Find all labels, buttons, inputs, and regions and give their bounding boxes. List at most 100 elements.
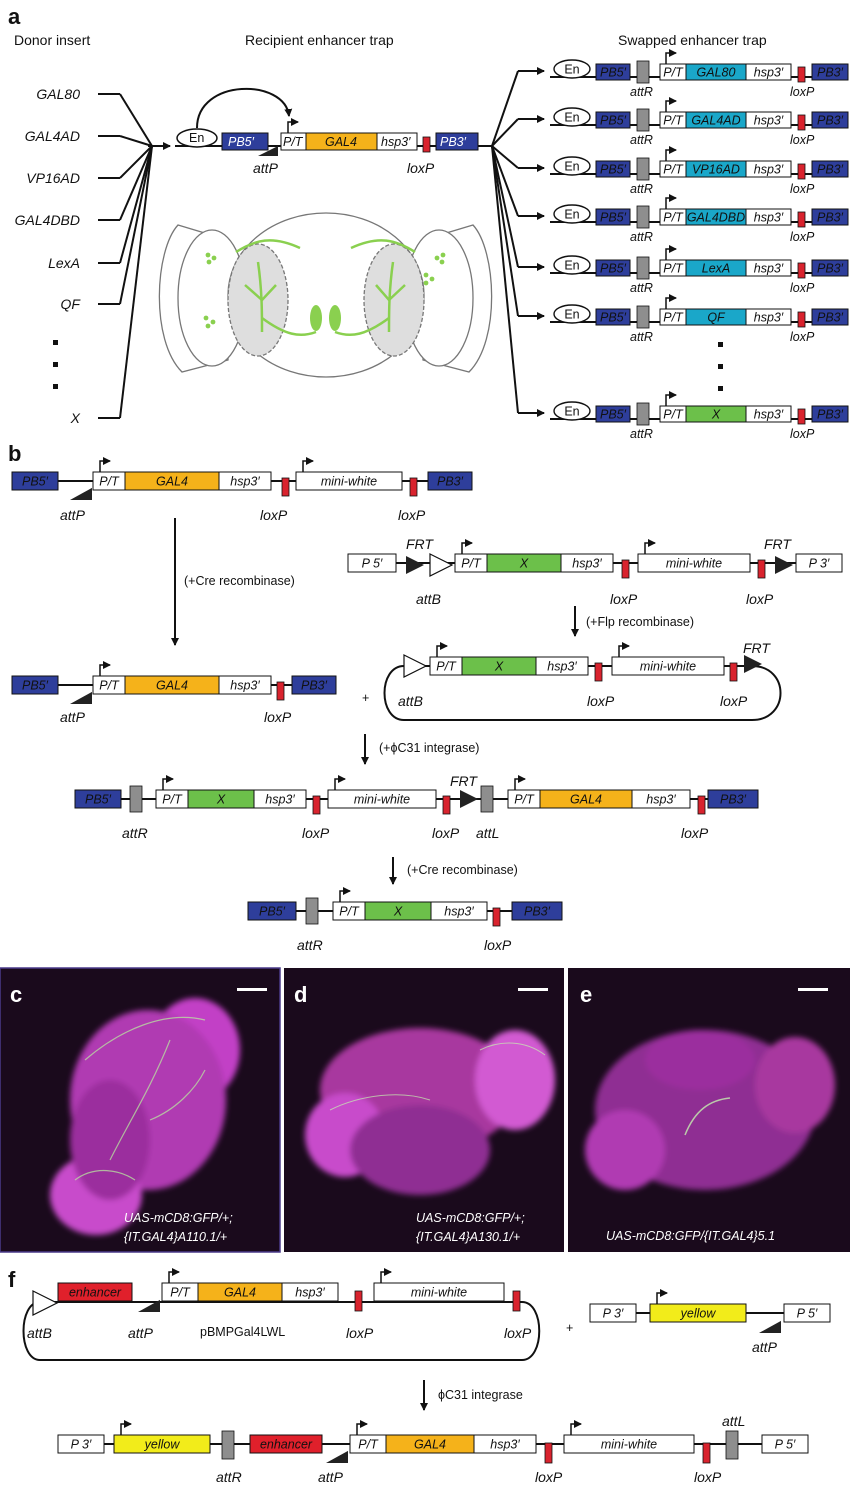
pt-text: P/T	[162, 793, 183, 807]
promoter-arrow-icon	[302, 457, 314, 472]
fan-branch	[491, 145, 519, 169]
pb5-label: PB5′	[228, 135, 255, 149]
attp-triangle-icon	[70, 691, 92, 704]
pb3-text: PB3′	[817, 408, 844, 422]
pt-text: P/T	[170, 1286, 191, 1300]
frt-arrowhead-icon	[744, 655, 762, 673]
pb3-box	[291, 675, 337, 695]
pb5-box	[11, 471, 59, 491]
hsp3-text: hsp3′	[444, 905, 474, 919]
pb5-text: PB5′	[22, 475, 49, 489]
ellipsis-dot	[53, 384, 58, 389]
pt-text: P/T	[663, 408, 684, 422]
hsp3-text: hsp3′	[230, 475, 260, 489]
loxp-site	[409, 477, 418, 497]
gal4-text: GAL4	[224, 1286, 256, 1300]
donor-1: GAL4AD	[25, 128, 80, 144]
loxp-label-3: loxP	[681, 825, 709, 841]
mini-white-text: mini-white	[601, 1438, 657, 1452]
pb3-box	[811, 308, 849, 326]
caption-e1: UAS-mCD8:GFP/{IT.GAL4}5.1	[606, 1229, 775, 1243]
loxp-label: loxP	[790, 182, 815, 196]
mini-white-text: mini-white	[321, 475, 377, 489]
caption-c2: {IT.GAL4}A110.1/+	[124, 1230, 227, 1244]
promoter-arrow-icon	[665, 294, 677, 309]
x-text: X	[519, 557, 529, 571]
hsp3-text: hsp3′	[490, 1438, 520, 1452]
hsp3-box	[745, 160, 792, 178]
donor-connector	[119, 145, 153, 221]
swapped-title: Swapped enhancer trap	[618, 32, 767, 48]
loxp-site	[354, 1290, 363, 1312]
mini-white-box	[611, 656, 725, 676]
attp-triangle-icon	[759, 1320, 781, 1333]
loxp-label-2: loxP	[694, 1469, 722, 1485]
attp-triangle-icon	[70, 487, 92, 500]
pb3-box	[511, 901, 563, 921]
pb5-box	[595, 160, 631, 178]
panel-e: e UAS-mCD8:GFP/{IT.GAL4}5.1	[568, 968, 850, 1252]
gene-0-text: GAL80	[697, 66, 736, 80]
promoter-arrow-icon	[514, 775, 526, 790]
attl-label: attL	[722, 1413, 745, 1429]
pb5-text: PB5′	[600, 66, 627, 80]
pb5-text: PB5′	[600, 408, 627, 422]
promoter-arrow-icon	[339, 887, 351, 902]
pt-text: P/T	[339, 905, 360, 919]
en-oval	[553, 156, 591, 176]
p3-box	[589, 1303, 637, 1323]
yellow-box	[113, 1434, 211, 1454]
promoter-arrow-icon	[570, 1420, 582, 1435]
att-site	[636, 108, 650, 132]
pt-text: P/T	[663, 114, 684, 128]
donor-connector	[119, 135, 153, 147]
ellipsis-dot	[718, 342, 723, 347]
attr-label: attR	[630, 330, 653, 344]
hsp3-text: hsp3′	[754, 262, 784, 276]
hsp3-text: hsp3′	[754, 114, 784, 128]
gene-3-text: GAL4DBD	[687, 211, 745, 225]
en-oval	[553, 59, 591, 79]
loxp-site	[797, 262, 806, 279]
donor-connector	[119, 93, 153, 147]
yellow-text: yellow	[680, 1307, 717, 1321]
promoter-arrow-icon	[665, 391, 677, 406]
attp-label: attP	[253, 160, 279, 176]
loxp-site	[276, 681, 285, 701]
pb3-box	[811, 63, 849, 81]
p5-box	[347, 553, 397, 573]
pt-text: P/T	[663, 211, 684, 225]
en-oval	[553, 204, 591, 224]
donor-connector	[119, 145, 153, 305]
hsp3-box	[473, 1434, 537, 1454]
donor-0: GAL80	[36, 86, 80, 102]
loxp-site	[621, 559, 630, 579]
hsp3-text: hsp3′	[754, 408, 784, 422]
loxp-label: loxP	[790, 85, 815, 99]
enhancer-box	[57, 1282, 133, 1302]
en-text: En	[564, 308, 579, 322]
attp-label: attP	[128, 1325, 154, 1341]
loxp-label: loxP	[790, 281, 815, 295]
att-site	[636, 402, 650, 426]
panel-label-e: e	[580, 982, 592, 1007]
pb3-label: PB3′	[440, 135, 467, 149]
pb5-text: PB5′	[22, 679, 49, 693]
pb3-text: PB3′	[524, 905, 551, 919]
panel-label-a: a	[8, 4, 21, 29]
hsp3-box	[218, 675, 272, 695]
plus-b: +	[362, 691, 369, 705]
pb3-text: PB3′	[301, 679, 328, 693]
caption-c1: UAS-mCD8:GFP/+;	[124, 1211, 233, 1225]
enhancer-text: enhancer	[260, 1438, 313, 1452]
hsp3-box	[745, 63, 792, 81]
loxp-label-2: loxP	[432, 825, 460, 841]
hsp3-text: hsp3′	[265, 793, 295, 807]
pt-text: P/T	[663, 66, 684, 80]
step-cre: (+Cre recombinase)	[184, 574, 295, 588]
fan-branch	[491, 70, 519, 147]
